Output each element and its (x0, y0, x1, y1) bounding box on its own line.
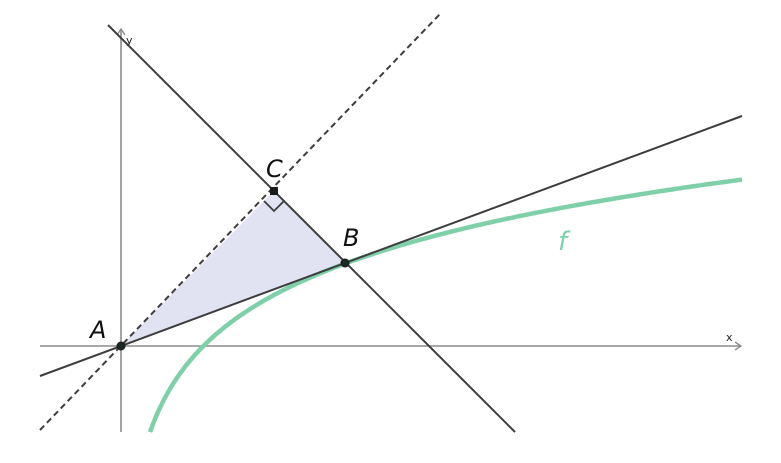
point-c[interactable] (270, 187, 278, 195)
curve-f (147, 177, 743, 433)
x-axis-arrow-icon (734, 341, 743, 351)
label-c: C (266, 155, 283, 183)
point-b[interactable] (340, 258, 350, 268)
x-axis-label: x (726, 331, 733, 344)
point-a[interactable] (116, 341, 126, 351)
label-f: f (558, 227, 571, 257)
label-b: B (343, 224, 359, 252)
right-angle-marker (263, 200, 285, 213)
axes: x y (40, 27, 743, 432)
tangent-line-ab (39, 115, 743, 377)
y-axis-label: y (126, 34, 133, 47)
dashed-line-ac (39, 13, 441, 431)
y-axis-arrow-icon (116, 27, 126, 36)
triangle-abc (121, 191, 345, 346)
perpendicular-line-bc (107, 24, 516, 433)
label-a: A (88, 316, 106, 344)
